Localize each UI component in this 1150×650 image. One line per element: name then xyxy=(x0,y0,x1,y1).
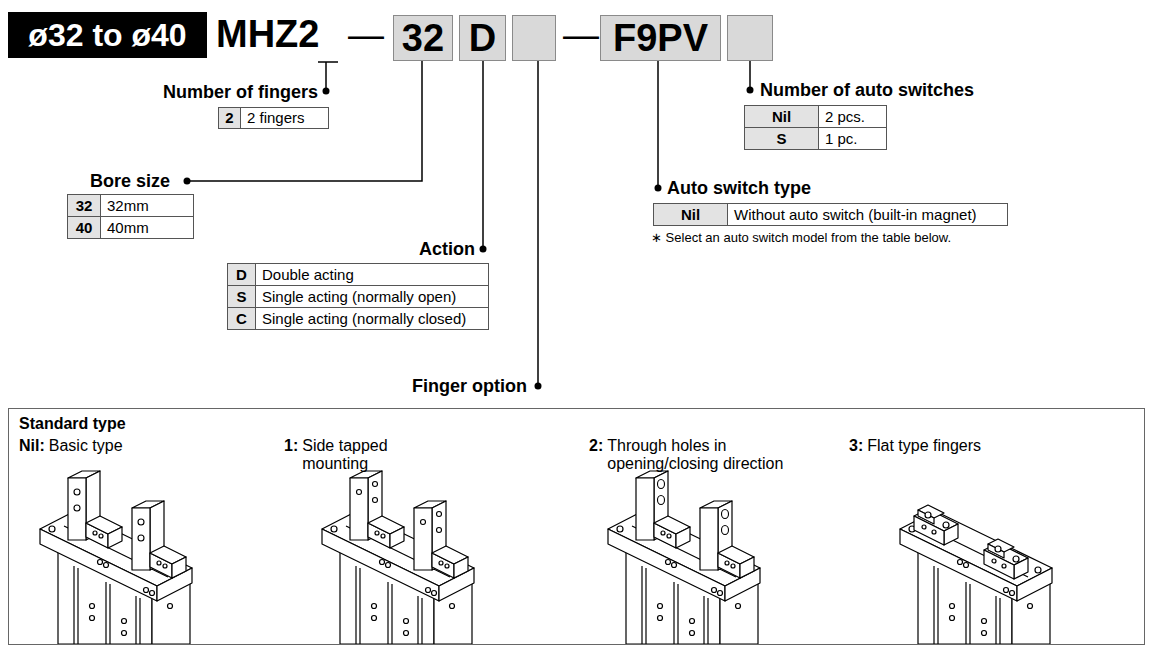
table-code: 40 xyxy=(67,216,101,239)
table-code: S xyxy=(227,285,256,308)
code-box: F9PV xyxy=(600,15,721,61)
field-heading: Number of auto switches xyxy=(760,78,1010,102)
option-code: 2: xyxy=(589,437,603,455)
blank-code-box xyxy=(728,16,773,61)
gripper-basic xyxy=(40,471,192,644)
table-code: 2 xyxy=(218,107,241,129)
table-value: 2 fingers xyxy=(240,107,329,129)
code-text: ø32 to ø40 xyxy=(28,17,186,54)
table-value: 40mm xyxy=(100,216,194,239)
table-value: 32mm xyxy=(100,194,194,217)
table-code: C xyxy=(227,307,256,330)
option-description: Flat type fingers xyxy=(867,437,1067,455)
title-box: ø32 to ø40 xyxy=(8,12,207,58)
field-heading: Number of fingers xyxy=(136,80,318,104)
table-code: Nil xyxy=(744,105,819,128)
table-code: Nil xyxy=(653,203,728,226)
field-heading: Bore size xyxy=(90,169,185,193)
code-box: 32 xyxy=(393,15,453,61)
gripper-illustrations xyxy=(40,471,1052,644)
table-value: Without auto switch (built-in magnet) xyxy=(727,203,1008,226)
model-code: MHZ2 xyxy=(216,12,341,58)
footnote: ∗ Select an auto switch model from the t… xyxy=(651,229,1051,247)
option-code: Nil: xyxy=(19,437,45,455)
field-heading: Auto switch type xyxy=(667,176,877,200)
table-value: 1 pc. xyxy=(818,127,887,150)
blank-code-box xyxy=(513,16,556,61)
code-text: F9PV xyxy=(613,17,708,60)
code-box: D xyxy=(459,15,506,61)
option-description: Side tapped mounting xyxy=(302,437,402,474)
gripper-through-holes xyxy=(608,471,760,644)
code-text: D xyxy=(469,17,496,60)
table-value: Single acting (normally open) xyxy=(255,285,489,308)
table-value: 2 pcs. xyxy=(818,105,887,128)
separator: — xyxy=(346,12,386,58)
option-code: 1: xyxy=(284,437,298,455)
gripper-flat-fingers xyxy=(900,505,1052,644)
code-text: 32 xyxy=(402,17,444,60)
separator: — xyxy=(561,12,601,58)
option-panel: Standard typeNil:Basic type 1:Side tapped… xyxy=(8,408,1145,645)
table-code: 32 xyxy=(67,194,101,217)
panel-heading: Standard type xyxy=(19,415,126,433)
table-code: S xyxy=(744,127,819,150)
gripper-side-tapped xyxy=(322,471,474,644)
leader-lines xyxy=(190,61,750,383)
field-heading: Finger option xyxy=(370,374,527,398)
table-value: Double acting xyxy=(255,263,489,286)
option-code: 3: xyxy=(849,437,863,455)
table-code: D xyxy=(227,263,256,286)
option-description: Through holes in opening/closing directi… xyxy=(607,437,822,474)
field-heading: Action xyxy=(390,237,475,261)
table-value: Single acting (normally closed) xyxy=(255,307,489,330)
option-description: Basic type xyxy=(49,437,199,455)
